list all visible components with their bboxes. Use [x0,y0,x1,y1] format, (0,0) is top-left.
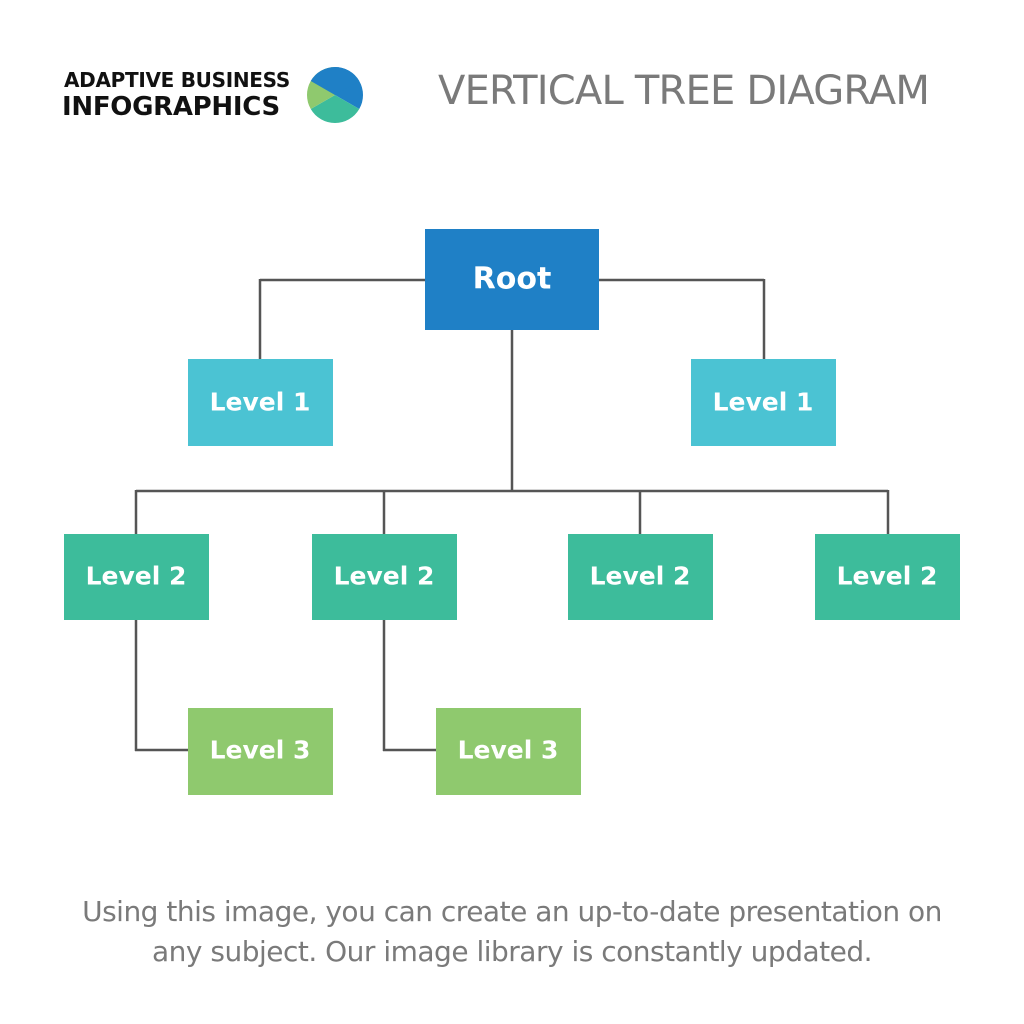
node-level1-right-label: Level 1 [713,388,814,417]
node-level2-c: Level 2 [568,534,713,620]
pie-cube-logo-icon [306,67,364,124]
node-level2-d-label: Level 2 [837,562,938,591]
node-level2-d-box [815,534,960,620]
node-level3-b: Level 3 [436,708,581,795]
node-level1-left: Level 1 [188,359,333,446]
node-level3-a-label: Level 3 [210,736,311,765]
footer-line2: any subject. Our image library is consta… [151,935,873,968]
node-level3-b-box [436,708,581,795]
node-level2-c-label: Level 2 [590,562,691,591]
node-level1-left-label: Level 1 [210,388,311,417]
node-level2-b: Level 2 [312,534,457,620]
node-level1-left-box [188,359,333,446]
node-level2-a: Level 2 [64,534,209,620]
node-level3-b-label: Level 3 [458,736,559,765]
node-level2-b-box [312,534,457,620]
node-level2-d: Level 2 [815,534,960,620]
brand-line2: INFOGRAPHICS [62,92,280,122]
node-level2-b-label: Level 2 [334,562,435,591]
brand: ADAPTIVE BUSINESS INFOGRAPHICS [62,66,372,130]
page-title: VERTICAL TREE DIAGRAM [438,68,930,114]
node-level2-a-box [64,534,209,620]
node-root-label: Root [473,262,552,297]
node-level2-c-box [568,534,713,620]
node-level2-a-label: Level 2 [86,562,187,591]
brand-line1: ADAPTIVE BUSINESS [64,68,290,92]
connectors [134,278,890,752]
node-level1-right: Level 1 [691,359,836,446]
node-root: Root [425,229,599,330]
node-level3-a: Level 3 [188,708,333,795]
footer-caption: Using this image, you can create an up-t… [0,892,1024,972]
node-root-box [425,229,599,330]
node-level1-right-box [691,359,836,446]
footer-line1: Using this image, you can create an up-t… [82,895,942,928]
node-level3-a-box [188,708,333,795]
